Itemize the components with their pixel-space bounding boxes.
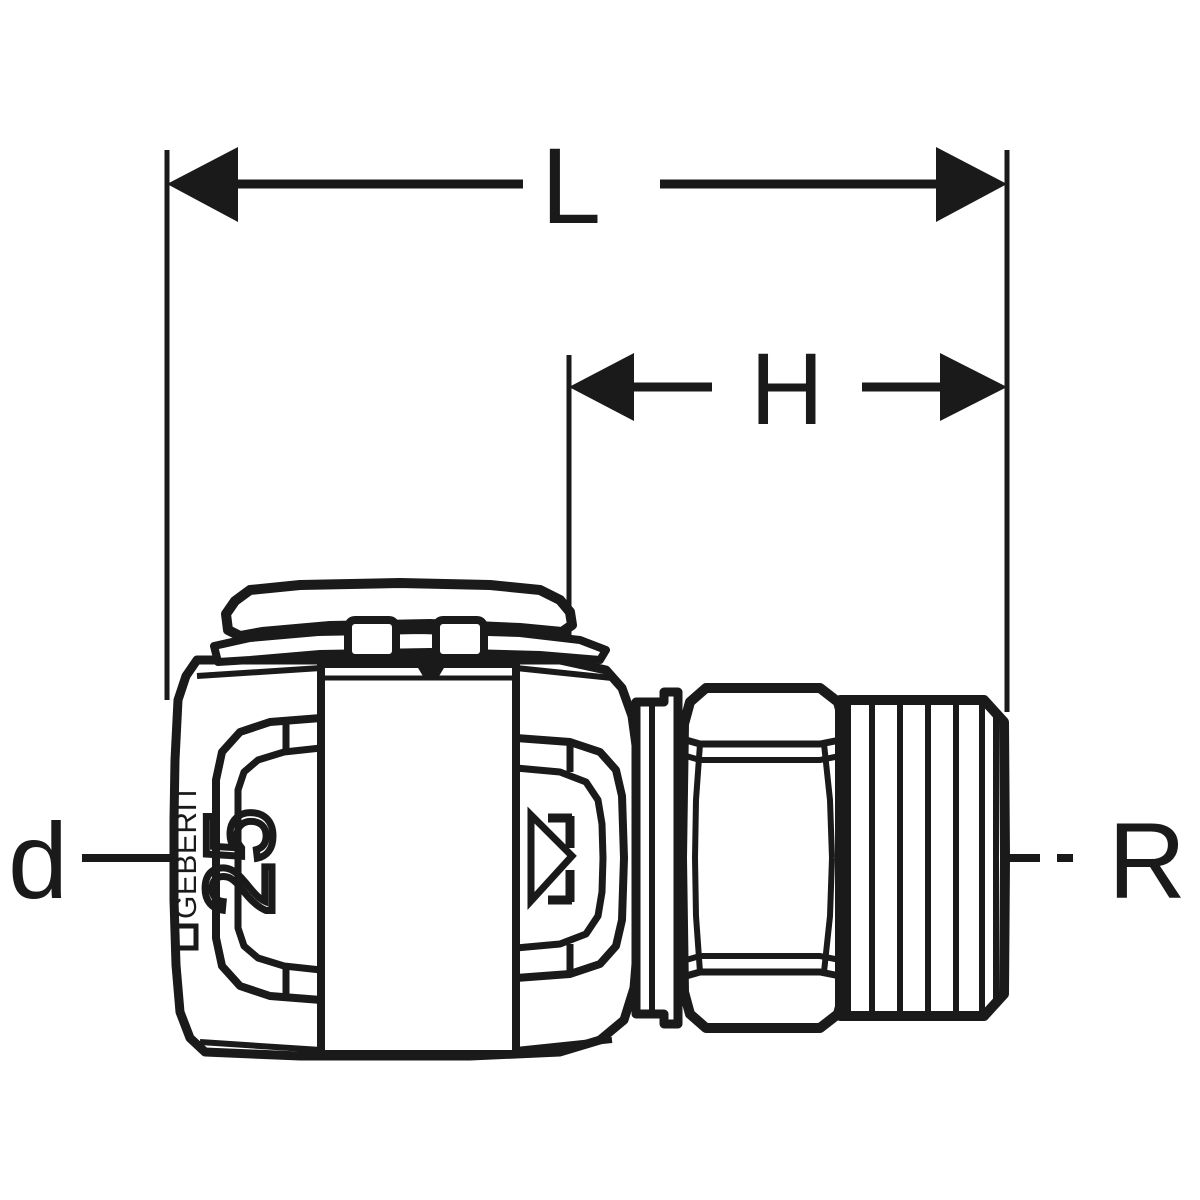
dimension-H-arrowhead-right (940, 353, 1007, 421)
hex-nut-flat-edge-left-upper (692, 743, 703, 859)
thread-R-label: R (1108, 800, 1186, 921)
diameter-d-label: d (8, 800, 68, 921)
press-indicator-arrow-icon (527, 806, 577, 911)
body-shoulder-lower-inner (512, 854, 607, 952)
brand-marking-text: GEBERIT (170, 784, 203, 919)
male-thread-outline (835, 695, 1010, 1021)
body-shoulder-upper (512, 734, 628, 862)
hex-nut-flat-edge-right-right-lower (821, 857, 835, 973)
hex-nut-flat-edge-right-upper (821, 743, 835, 859)
collar-flange-outline (631, 687, 683, 1029)
indicator-window-left (344, 616, 400, 662)
hex-nut-flat-edge-left-lower (692, 857, 703, 973)
indicator-window-right (432, 616, 488, 662)
thread-crest-lines (845, 702, 999, 1014)
brand-marking-group: GEBERIT (170, 784, 203, 951)
sleeve-inner-face (317, 660, 520, 1058)
hex-nut-chamfer-lower (685, 968, 841, 980)
hex-nut-chamfer-upper-2 (685, 753, 841, 763)
body-taper-line-lower (199, 1039, 322, 1053)
dimension-L-arrowhead-left (167, 147, 238, 222)
label-pocket-upper-inner (234, 744, 325, 862)
sleeve-face-notch (414, 662, 448, 676)
brand-logo-square-icon (171, 923, 199, 951)
label-pocket-lower-inner (234, 854, 325, 974)
body-shoulder-lower (512, 854, 628, 982)
hex-nut-chamfer-upper (685, 736, 841, 748)
size-marking-text: 25 (186, 809, 293, 916)
label-pocket-lower (212, 854, 325, 1004)
label-pocket-upper (212, 714, 325, 862)
body-taper-line-right-lower (515, 1037, 613, 1053)
body-taper-line-right-upper (515, 665, 613, 681)
hex-nut-chamfer-lower-2 (685, 953, 841, 963)
hex-nut-outline (677, 683, 851, 1033)
body-shoulder-upper-inner (512, 764, 607, 862)
dimension-H-label: H (750, 332, 824, 446)
body-taper-line-upper (196, 665, 322, 679)
clip-flange-outline (210, 626, 610, 666)
press-indicator-symbol (527, 806, 577, 911)
fitting-assembly: GEBERIT 25 (169, 578, 1010, 1061)
dimension-L-group: L (164, 125, 1010, 712)
dimension-L-arrowhead-right (936, 147, 1007, 222)
dimension-L-label: L (541, 125, 601, 246)
dimension-H-arrowhead-left (569, 353, 634, 421)
